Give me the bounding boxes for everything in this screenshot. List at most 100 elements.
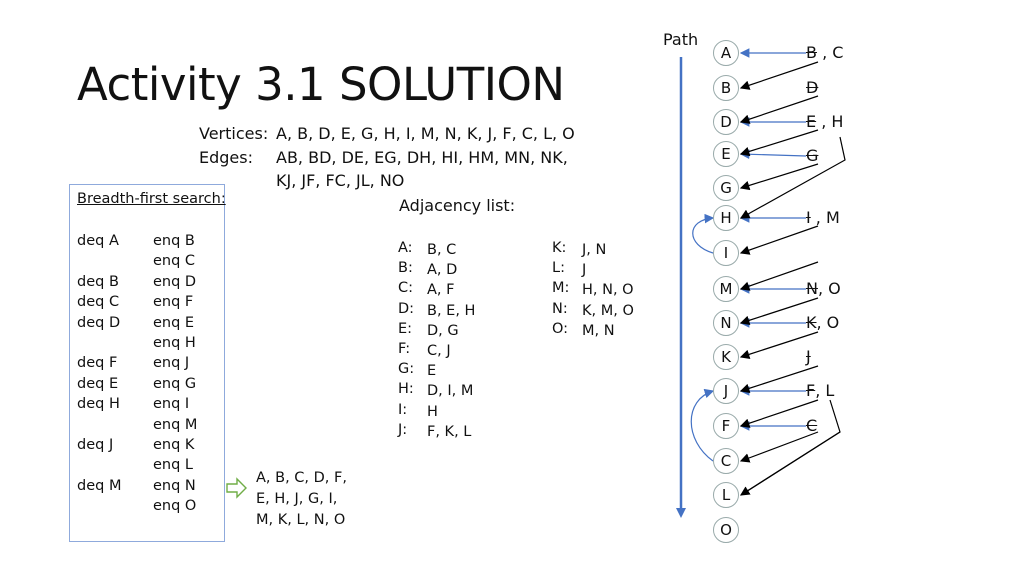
adjacency-key: J:: [398, 421, 408, 438]
path-node: I: [713, 240, 739, 266]
adjacency-key: D:: [398, 300, 415, 317]
adjacency-value: K, M, O: [582, 302, 634, 319]
path-node: H: [713, 205, 739, 231]
adjacency-value: J: [582, 262, 587, 279]
bfs-result-line2: E, H, J, G, I,: [256, 491, 338, 507]
bfs-enq: enq L: [153, 457, 194, 474]
bfs-enq: enq G: [153, 375, 197, 392]
adjacency-key: K:: [552, 240, 567, 256]
bfs-deq: deq B: [77, 273, 119, 290]
bfs-enq: enq C: [153, 253, 196, 270]
flow-diagonal-line: [739, 331, 819, 359]
flow-diagonal-line: [739, 297, 819, 325]
page-title: Activity 3.1 SOLUTION: [77, 58, 565, 111]
adjacency-key: N:: [552, 300, 568, 317]
adjacency-key: F:: [398, 341, 411, 357]
path-node: J: [713, 378, 739, 404]
stack-entry-struck: J: [806, 347, 811, 366]
adjacency-value: B, C: [427, 242, 457, 258]
flow-diagonal-line: [739, 399, 819, 428]
stack-entry-rest: , L: [815, 381, 835, 400]
bfs-deq: deq J: [77, 437, 114, 453]
bfs-enq: enq M: [153, 416, 198, 433]
path-node: L: [713, 482, 739, 508]
bfs-enq: enq E: [153, 314, 195, 331]
flow-link-line: [739, 149, 807, 160]
stack-entry-struck: C: [806, 416, 818, 435]
adjacency-value: D, G: [427, 322, 459, 339]
path-node: B: [713, 75, 739, 101]
vertices-label: Vertices:: [199, 124, 269, 143]
adjacency-key: L:: [552, 260, 565, 277]
flow-diagonal-line: [739, 261, 819, 291]
stack-entry: D: [806, 78, 818, 97]
adjacency-value: M, N: [582, 322, 615, 339]
flow-diagonal-line: [739, 61, 819, 90]
stack-entry-rest: , H: [816, 112, 844, 131]
adjacency-heading: Adjacency list:: [399, 196, 516, 215]
adjacency-value: H, N, O: [582, 282, 634, 299]
bfs-deq: deq M: [77, 477, 122, 494]
stack-entry: J: [806, 347, 811, 366]
bfs-enq: enq I: [153, 396, 190, 413]
adjacency-value: F, K, L: [427, 423, 472, 440]
stack-entry: C: [806, 416, 817, 435]
adjacency-value: E: [427, 363, 437, 380]
adjacency-value: B, E, H: [427, 302, 476, 319]
path-node: K: [713, 344, 739, 370]
bfs-enq: enq B: [153, 233, 195, 249]
stack-entry-struck: E: [806, 112, 817, 131]
stack-entry-rest: , O: [817, 279, 841, 298]
stack-entry: I , M: [806, 208, 840, 227]
bfs-result-line1: A, B, C, D, F,: [256, 470, 347, 486]
bfs-deq: deq C: [77, 294, 120, 311]
stack-entry-struck: K: [806, 313, 817, 332]
adjacency-key: B:: [398, 260, 413, 277]
adjacency-value: H: [427, 403, 438, 420]
stack-entry-struck: N: [806, 279, 818, 298]
flow-diagonal-line: [739, 365, 819, 393]
bfs-enq: enq F: [153, 294, 194, 311]
adjacency-value: C, J: [427, 343, 451, 359]
path-node: A: [713, 40, 739, 66]
bfs-box: [69, 184, 225, 542]
adjacency-value: A, F: [427, 282, 455, 299]
stack-entry: F, L: [806, 381, 834, 400]
bfs-enq: enq O: [153, 498, 197, 515]
adjacency-key: H:: [398, 381, 414, 398]
path-label: Path: [663, 30, 699, 49]
stack-entry-struck: I: [806, 208, 811, 227]
adjacency-value: A, D: [427, 262, 458, 279]
edges-list-line1: AB, BD, DE, EG, DH, HI, HM, MN, NK,: [276, 148, 568, 167]
adjacency-value: D, I, M: [427, 383, 474, 400]
adjacency-key: M:: [552, 280, 570, 297]
stack-entry-rest: , M: [810, 208, 840, 227]
adjacency-key: C:: [398, 280, 414, 297]
stack-entry: E , H: [806, 112, 843, 131]
path-node: N: [713, 310, 739, 336]
adjacency-key: G:: [398, 361, 415, 378]
path-node: M: [713, 276, 739, 302]
bfs-result-line3: M, K, L, N, O: [256, 512, 346, 528]
adjacency-value: J, N: [582, 242, 607, 258]
flow-diagonal-line: [739, 129, 819, 157]
stack-entry-struck: B: [806, 43, 817, 62]
flow-diagonal-line: [739, 225, 819, 255]
bfs-heading: Breadth-first search:: [77, 191, 226, 207]
stack-entry: B , C: [806, 43, 843, 62]
stack-entry: G: [806, 146, 818, 165]
bfs-deq: deq E: [77, 375, 119, 392]
path-node: E: [713, 141, 739, 167]
adjacency-key: E:: [398, 320, 413, 337]
stack-entry-struck: F: [806, 381, 816, 400]
edges-list-line2: KJ, JF, FC, JL, NO: [276, 171, 405, 190]
bfs-deq: deq D: [77, 314, 121, 331]
stack-entry-struck: G: [806, 146, 819, 165]
result-arrow-icon: [226, 477, 247, 499]
stack-entry-rest: , C: [816, 43, 844, 62]
stack-entry: N, O: [806, 279, 841, 298]
vertices-list: A, B, D, E, G, H, I, M, N, K, J, F, C, L…: [276, 124, 575, 143]
adjacency-key: I:: [398, 401, 408, 418]
path-node: D: [713, 109, 739, 135]
flow-curve: [692, 213, 715, 254]
